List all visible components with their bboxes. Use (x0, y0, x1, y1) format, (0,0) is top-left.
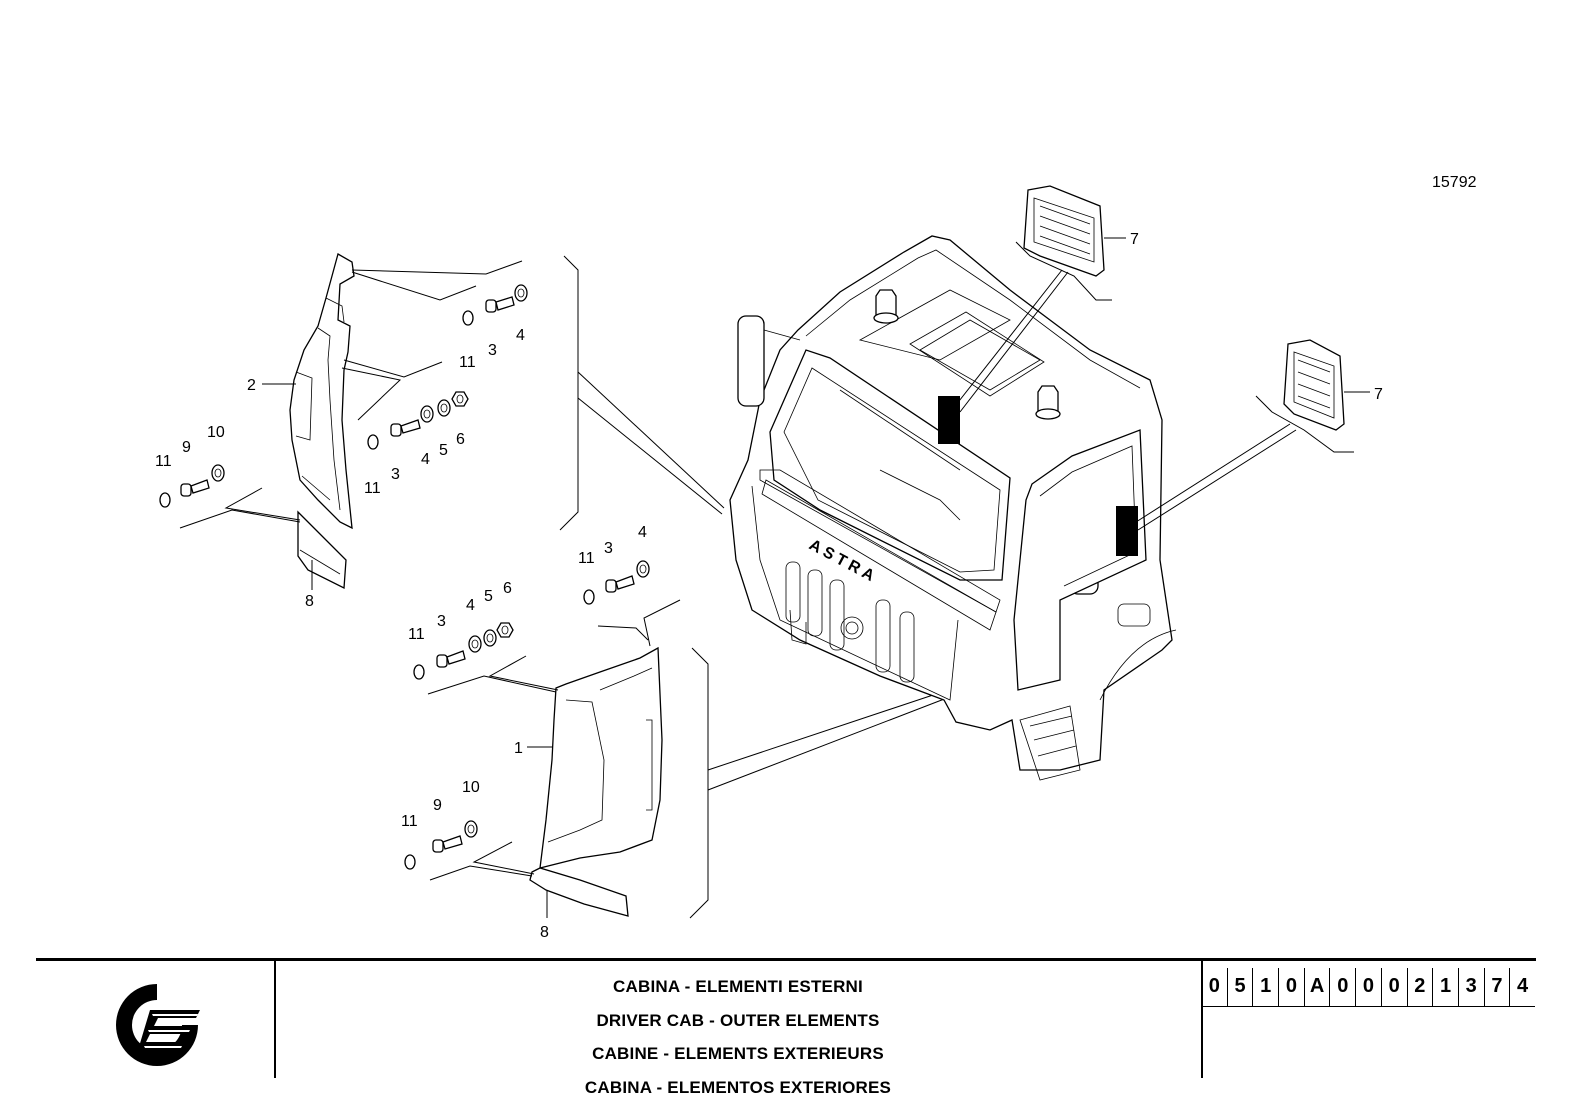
code-digit: 0 (1278, 968, 1304, 1006)
code-digit: 1 (1432, 968, 1458, 1006)
exploded-parts-diagram: 1 5 7 9 2 (155, 174, 1477, 941)
callout-label: 7 (1130, 231, 1139, 248)
leader-lines-vents (951, 237, 1370, 531)
drawing-code: 0 5 1 0 A 0 0 0 2 1 3 7 4 (1202, 968, 1535, 1007)
code-digit: 4 (1509, 968, 1535, 1006)
company-logo-icon (116, 984, 200, 1066)
driver-cab-assembly: ASTRA (729, 235, 1177, 781)
callout-labels-vents: 7 7 (1130, 231, 1383, 403)
vent-grille-upper-part-7 (1023, 185, 1105, 277)
code-digit: 7 (1483, 968, 1510, 1006)
title-lines: CABINA - ELEMENTI ESTERNI DRIVER CAB - O… (276, 970, 1200, 1104)
fastener-set-lower-c (404, 820, 478, 870)
callout-labels-upper: 2 11 9 10 11 3 4 11 3 4 5 6 8 (155, 327, 525, 610)
callout-label: 11 (459, 354, 476, 371)
mudflap-lower-part-8 (529, 867, 629, 917)
title-french: CABINE - ELEMENTS EXTERIEURS (592, 1044, 884, 1063)
fastener-set-upper-a (462, 284, 528, 326)
side-panel-lower-part-1 (539, 646, 663, 869)
callout-label: 9 (433, 797, 442, 814)
title-english: DRIVER CAB - OUTER ELEMENTS (596, 1010, 880, 1030)
mudflap-upper-part-8 (297, 510, 347, 590)
side-vent-black-panel (1116, 506, 1138, 556)
callout-label: 8 (305, 593, 314, 610)
callout-label: 11 (364, 480, 381, 497)
fastener-set-upper-b (367, 391, 469, 450)
callout-label: 11 (155, 453, 172, 470)
title-spanish: CABINA - ELEMENTOS EXTERIORES (584, 1077, 892, 1097)
code-digit: 3 (1457, 968, 1484, 1006)
callout-label: 3 (391, 466, 400, 483)
callout-label: 10 (462, 779, 480, 796)
code-digit: 2 (1406, 968, 1433, 1006)
code-digit: 5 (1226, 968, 1253, 1006)
leader-lines-lower (427, 599, 681, 918)
callout-label: 5 (484, 588, 493, 605)
fastener-set-lower-a (583, 560, 650, 605)
code-digit: A (1303, 968, 1330, 1006)
callout-label: 11 (408, 626, 425, 643)
title-italian: CABINA - ELEMENTI ESTERNI (613, 977, 863, 996)
callout-label: 7 (1374, 386, 1383, 403)
code-digit: 0 (1329, 968, 1355, 1006)
code-digit: 1 (1252, 968, 1278, 1006)
code-digit: 0 (1380, 968, 1407, 1006)
callout-label: 1 (514, 740, 523, 757)
leader-lines-upper (179, 260, 523, 590)
callout-label: 5 (439, 442, 448, 459)
callout-label: 9 (182, 439, 191, 456)
callout-label: 8 (540, 924, 549, 941)
vent-grille-lower-part-7 (1283, 339, 1345, 431)
callout-labels-lower: 11 3 4 11 3 4 5 6 1 11 9 10 8 (401, 524, 647, 941)
callout-label: 6 (456, 431, 465, 448)
title-block-top-rule (36, 958, 1536, 961)
code-digit: 0 (1208, 975, 1220, 997)
fastener-set-upper-c (159, 464, 225, 508)
title-block-divider (1201, 960, 1203, 1078)
callout-label: 3 (604, 540, 613, 557)
code-digit: 0 (1355, 968, 1381, 1006)
roof-vent-black-panel (938, 396, 960, 444)
side-panel-upper-part-2 (289, 253, 355, 530)
callout-label: 4 (638, 524, 647, 541)
fastener-set-lower-b (413, 622, 514, 680)
callout-label: 10 (207, 424, 225, 441)
callout-label: 6 (503, 580, 512, 597)
callout-label: 4 (466, 597, 475, 614)
title-block: CABINA - ELEMENTI ESTERNI DRIVER CAB - O… (0, 958, 1579, 1116)
callout-label: 11 (578, 550, 595, 567)
callout-label: 11 (401, 813, 418, 830)
callout-label: 2 (247, 377, 256, 394)
callout-label: 3 (488, 342, 497, 359)
drawing-ref-number: 15792 (1432, 174, 1477, 191)
title-block-divider (274, 960, 276, 1078)
callout-label: 4 (516, 327, 525, 344)
callout-label: 4 (421, 451, 430, 468)
callout-label: 3 (437, 613, 446, 630)
